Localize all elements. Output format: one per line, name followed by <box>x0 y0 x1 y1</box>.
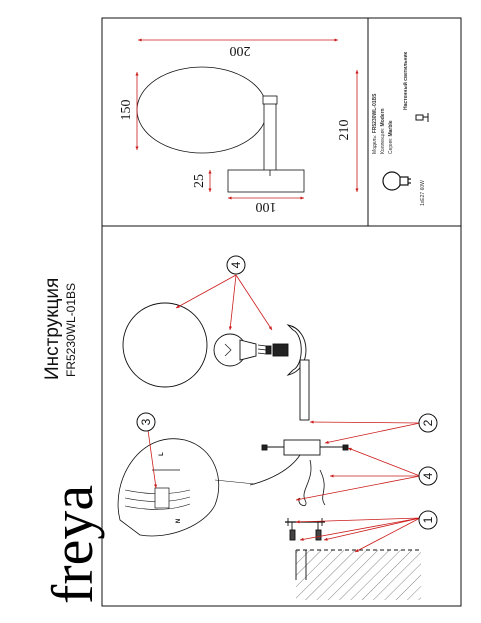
spec-row-4: Настенный светильник <box>403 52 409 110</box>
spec-key-series: Серия: <box>388 137 394 154</box>
callout-circle-1 <box>418 510 438 530</box>
mounting-plate <box>283 439 321 456</box>
spec-row-3: Серия: Marble <box>388 120 394 154</box>
wire-label-l: L <box>159 452 165 456</box>
callout-circle-4-bottom <box>418 466 438 486</box>
assembly-globe <box>122 302 208 388</box>
page-title: Инструкция <box>42 277 63 380</box>
socket-drawing <box>272 343 289 357</box>
spec-row-1: Модель: FR5230WL-01BS <box>372 94 378 154</box>
assembly-drawing <box>122 302 421 600</box>
dim-25-label: 25 <box>192 174 207 188</box>
dim-100-label: 100 <box>256 199 277 214</box>
callout-label-3: 3 <box>139 418 153 425</box>
callout-label-2: 2 <box>421 419 435 426</box>
dim-210-label: 210 <box>337 120 352 141</box>
spec-key-collection: Коллекция: <box>380 127 386 154</box>
spec-value-model: FR5230WL-01BS <box>372 93 378 134</box>
spec-row-2: Коллекция: Modern <box>380 108 386 154</box>
dimension-drawing <box>135 38 359 200</box>
callout-label-4-bottom: 4 <box>421 472 435 479</box>
callout-circle-2 <box>418 413 438 433</box>
wire-label-n: N <box>176 519 182 523</box>
spec-value-series: Marble <box>388 120 394 137</box>
globe-outline <box>136 66 268 154</box>
callout-circles <box>136 255 438 530</box>
spec-value-type: Настенный светильник <box>403 51 409 110</box>
wall-plugs <box>289 522 322 541</box>
spec-key-model: Модель: <box>372 134 378 154</box>
bulb-icon <box>382 171 411 191</box>
spec-value-collection: Modern <box>380 108 386 127</box>
page-frame <box>101 17 462 607</box>
callout-circle-3 <box>136 412 156 432</box>
callout-lines <box>147 274 421 553</box>
callout-label-1: 1 <box>421 516 435 523</box>
model-number: FR5230WL-01BS <box>64 282 78 377</box>
dim-150-label: 150 <box>119 100 134 121</box>
wall-lamp-icon <box>415 113 429 122</box>
brand-logo: freya <box>40 484 105 604</box>
dim-200-label: 200 <box>230 43 251 58</box>
bulb-spec: 1xE27 60W <box>420 180 426 206</box>
wall-hatching <box>296 550 421 600</box>
arm-drawing <box>299 359 310 421</box>
base-plate-outline <box>227 169 305 193</box>
callout-circle-4-top <box>226 255 246 275</box>
wire-drawing <box>298 459 312 507</box>
stem-outline <box>263 99 277 178</box>
bulb-drawing <box>213 333 272 367</box>
wiring-detail <box>117 438 256 537</box>
callout-label-4-top: 4 <box>229 261 243 268</box>
